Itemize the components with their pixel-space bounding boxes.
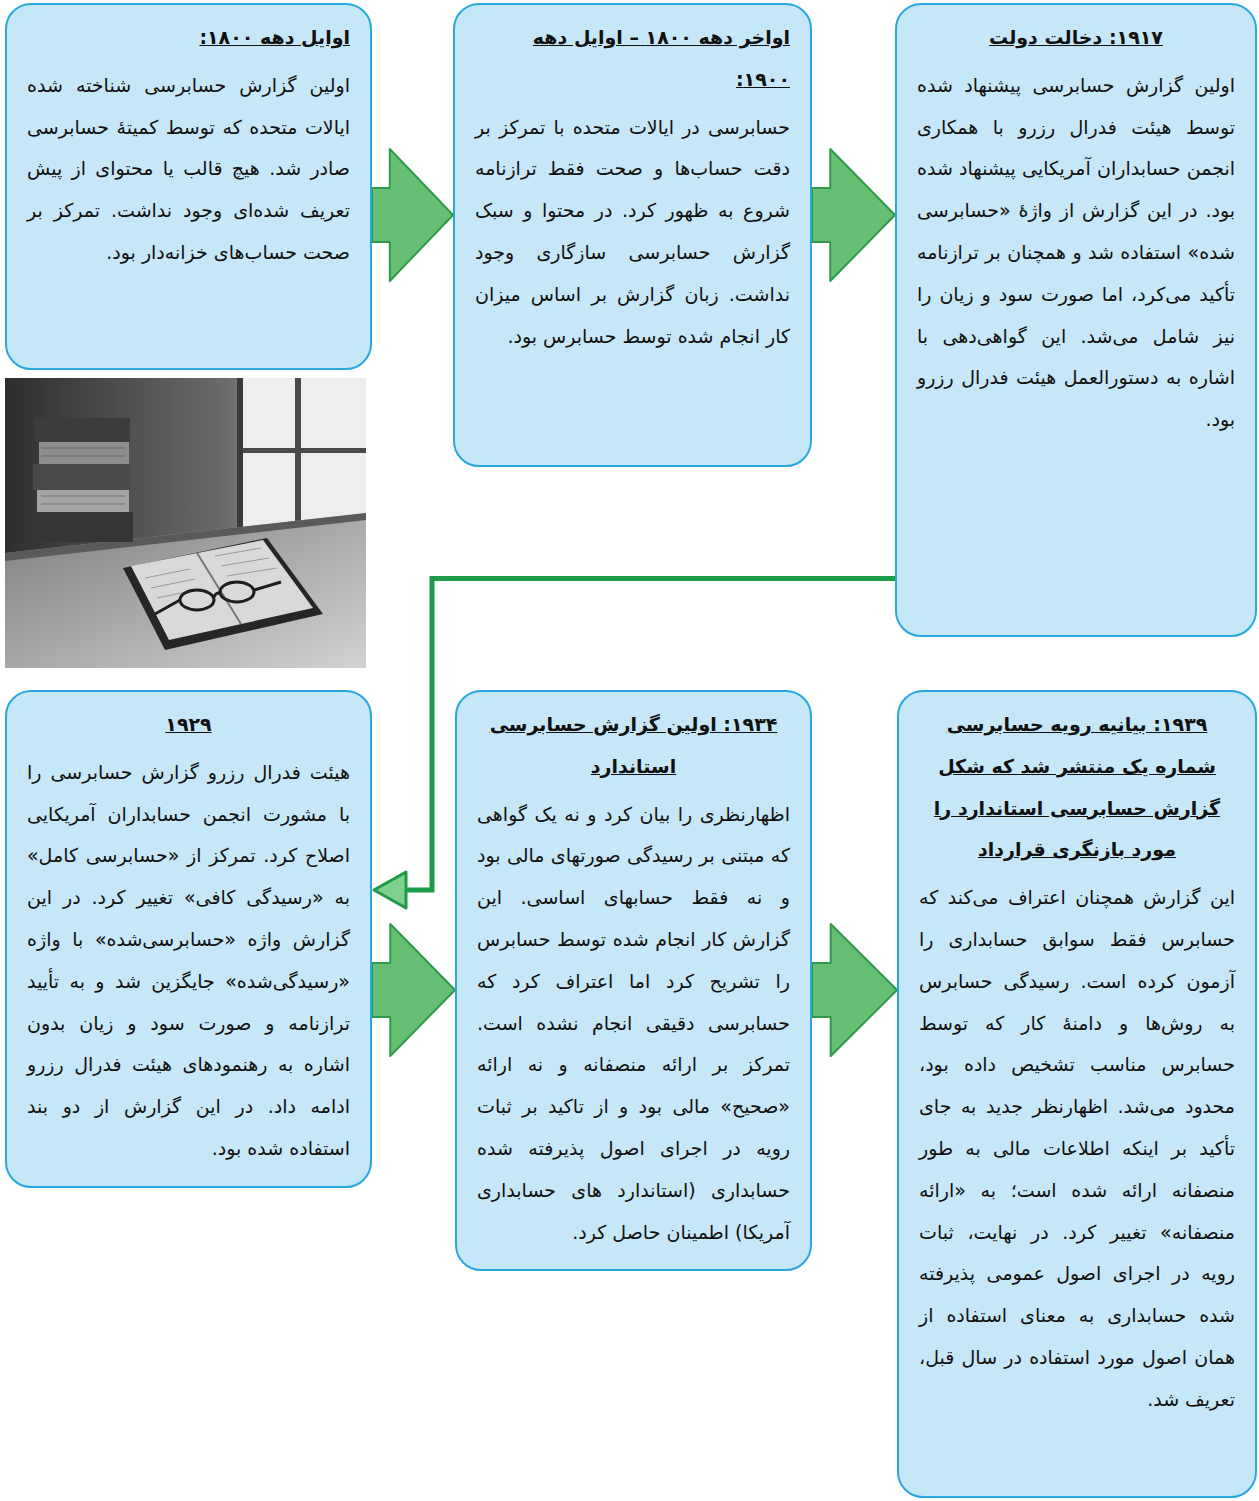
ledger-stack [31,418,133,542]
box-heading: اواخر دهه ۱۸۰۰ – اوایل دهه ۱۹۰۰: [475,17,790,101]
box-body: اولین گزارش حسابرسی شناخته شده ایالات مت… [27,65,350,274]
desk-surface [5,513,366,668]
flow-connector [812,924,897,1056]
box-body: اظهارنظری را بیان کرد و نه یک گواهی که م… [477,794,790,1254]
desk-photo [5,378,366,668]
timeline-box: ۱۹۳۴: اولین گزارش حسابرسی استاندارداظهار… [455,690,812,1271]
box-heading: ۱۹۲۹ [27,704,350,746]
open-ledger [123,538,323,650]
arrow-head [374,872,406,908]
box-heading: ۱۹۳۴: اولین گزارش حسابرسی استاندارد [477,704,790,788]
box-heading: ۱۹۳۹: بیانیه رویه حسابرسی شماره یک منتشر… [919,704,1235,871]
box-body: اولین گزارش حسابرسی پیشنهاد شده توسط هیئ… [917,65,1235,441]
box-body: هیئت فدرال رزرو گزارش حسابرسی را با مشور… [27,752,350,1170]
flow-connector [372,924,455,1056]
timeline-box: اوایل دهه ۱۸۰۰: اولین گزارش حسابرسی شناخت… [5,3,372,370]
flow-connector [372,149,453,281]
photo-background [5,378,366,668]
block-arrow [372,149,453,281]
reading-glasses [155,582,281,614]
box-heading: ۱۹۱۷: دخالت دولت [917,17,1235,59]
timeline-box: ۱۹۲۹ هیئت فدرال رزرو گزارش حسابرسی را با … [5,690,372,1188]
block-arrow [812,924,897,1056]
box-body: حسابرسی در ایالات متحده با تمرکز بر دقت … [475,107,790,358]
timeline-box: ۱۹۱۷: دخالت دولت اولین گزارش حسابرسی پیشن… [895,3,1257,637]
box-heading: اوایل دهه ۱۸۰۰: [27,17,350,59]
box-body: این گزارش همچنان اعتراف می‌کند که حسابرس… [919,877,1235,1420]
timeline-box: ۱۹۳۹: بیانیه رویه حسابرسی شماره یک منتشر… [897,690,1257,1498]
block-arrow [812,149,895,281]
block-arrow [372,924,455,1056]
timeline-box: اواخر دهه ۱۸۰۰ – اوایل دهه ۱۹۰۰:حسابرسی … [453,3,812,467]
flow-connector [812,149,895,281]
